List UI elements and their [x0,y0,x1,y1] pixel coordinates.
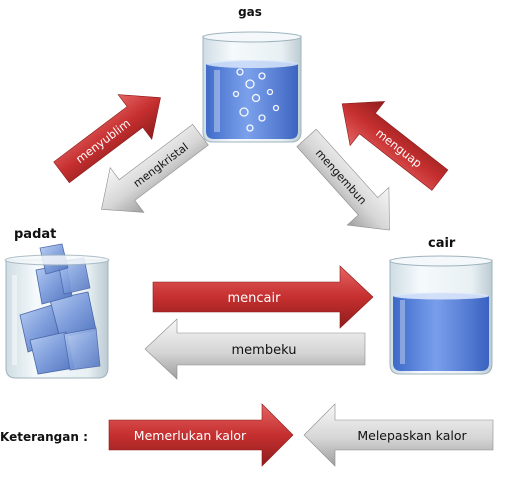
label-melting: mencair [228,291,282,306]
state-label-liquid: cair [428,236,456,251]
solid-beaker [4,243,110,379]
gas-bubbles [232,68,280,132]
state-label-solid: padat [14,227,56,242]
legend-red-label: Memerlukan kalor [134,428,247,443]
label-freezing: membeku [232,343,297,358]
legend: Keterangan : Memerlukan kalor Melepaskan… [0,403,494,467]
legend-gray-arrow: Melepaskan kalor [303,403,494,467]
ice-cubes [19,243,101,375]
gas-beaker [202,31,302,143]
legend-gray-label: Melepaskan kalor [357,428,467,443]
arrow-melting: mencair [152,265,374,329]
label-condensation: mengembun [313,147,369,208]
state-label-gas: gas [238,5,262,19]
legend-title: Keterangan : [0,430,88,444]
liquid-beaker [389,255,493,375]
legend-red-arrow: Memerlukan kalor [108,403,294,467]
arrow-freezing: membeku [144,318,366,380]
